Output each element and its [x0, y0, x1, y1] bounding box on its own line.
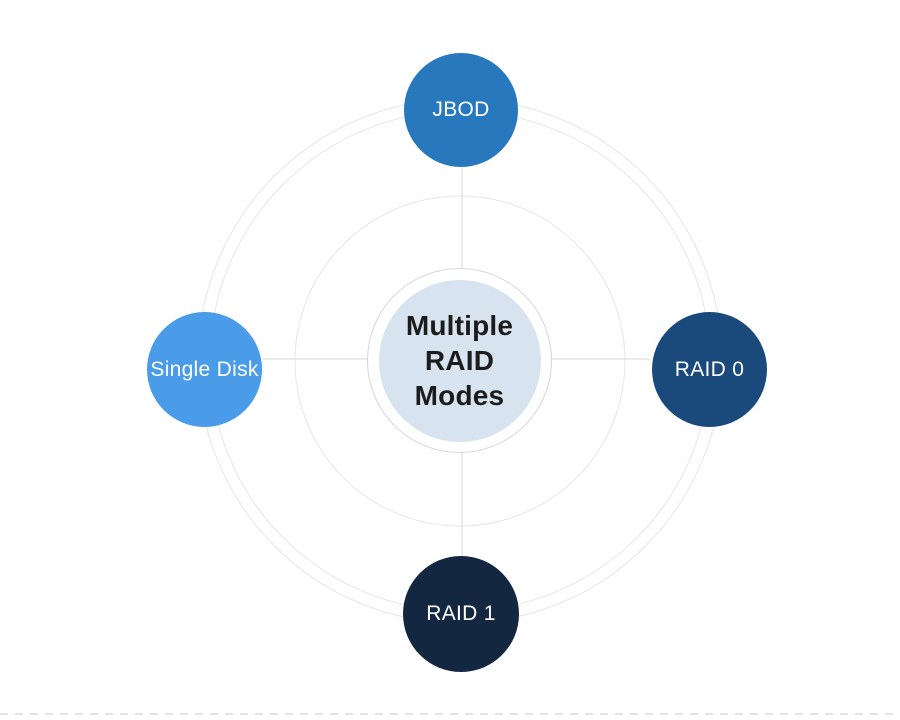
node-raid0: RAID 0	[652, 312, 767, 427]
center-title-line-3: Modes	[414, 380, 505, 411]
node-raid0-label: RAID 0	[674, 357, 745, 381]
node-single-disk: Single Disk	[147, 312, 262, 427]
inner-ring	[294, 195, 626, 527]
node-jbod-label: JBOD	[432, 98, 490, 121]
center-node: Multiple RAID Modes	[378, 279, 541, 442]
node-jbod: JBOD	[404, 53, 518, 167]
node-raid1: RAID 1	[403, 556, 519, 672]
node-raid1-label: RAID 1	[426, 602, 496, 625]
node-single-disk-label: Single Disk	[150, 357, 259, 381]
center-node-outline: Multiple RAID Modes	[367, 268, 552, 453]
center-title-line-1: Multiple	[405, 310, 514, 341]
center-title-line-2: RAID	[424, 345, 495, 376]
